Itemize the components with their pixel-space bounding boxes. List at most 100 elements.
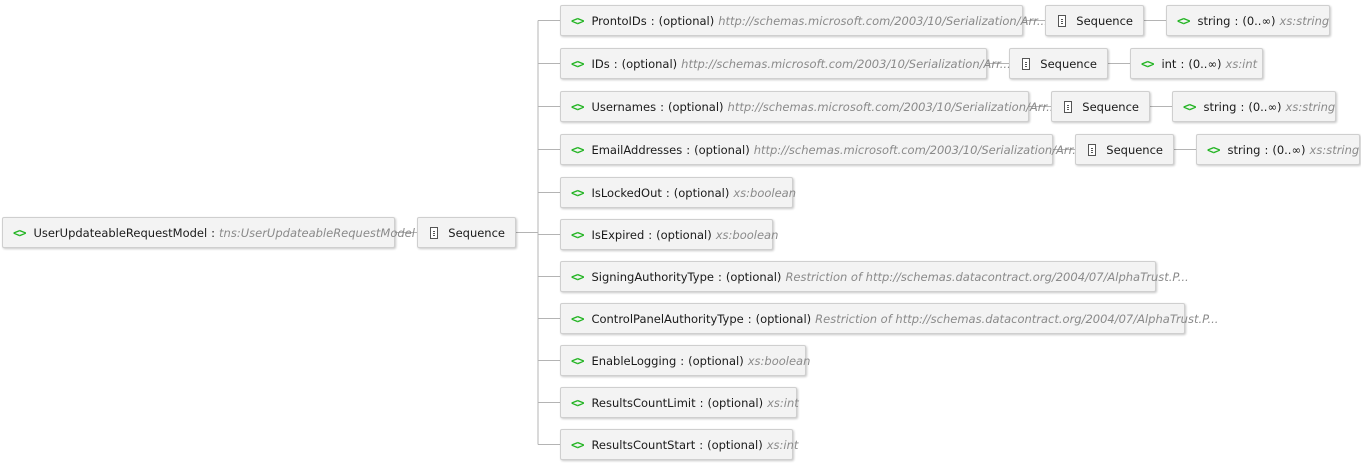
element-node-controlpanelauthoritytype[interactable]: <> ControlPanelAuthorityType : (optional… bbox=[560, 303, 1218, 334]
item-cardinality: (0..∞) bbox=[1242, 13, 1276, 28]
element-cardinality: (optional) bbox=[694, 142, 750, 157]
element-icon: <> bbox=[571, 395, 584, 410]
item-name: int bbox=[1161, 56, 1177, 71]
element-node-signingauthoritytype[interactable]: <> SigningAuthorityType : (optional) Res… bbox=[560, 261, 1189, 292]
element-cardinality: (optional) bbox=[707, 395, 764, 410]
item-type: xs:int bbox=[1225, 56, 1258, 71]
separator: : bbox=[680, 353, 685, 368]
sequence-icon bbox=[1088, 143, 1097, 156]
item-node-ids[interactable]: <> int : (0..∞) xs:int bbox=[1130, 48, 1263, 79]
element-icon: <> bbox=[571, 437, 584, 452]
element-name: EnableLogging bbox=[591, 353, 677, 368]
element-cardinality: (optional) bbox=[755, 311, 812, 326]
item-node-prontoids[interactable]: <> string : (0..∞) xs:string bbox=[1166, 5, 1330, 36]
element-cardinality: (optional) bbox=[667, 99, 724, 114]
sequence-node-usernames[interactable]: Sequence bbox=[1051, 91, 1150, 122]
sequence-label: Sequence bbox=[1082, 99, 1139, 114]
root-element-node[interactable]: <> UserUpdateableRequestModel : tns:User… bbox=[2, 217, 415, 248]
element-name: IsLockedOut bbox=[591, 185, 662, 200]
element-name: IDs bbox=[591, 56, 610, 71]
sequence-node-prontoids[interactable]: Sequence bbox=[1045, 5, 1144, 36]
element-type: xs:boolean bbox=[747, 353, 811, 368]
element-type: Restriction of http://schemas.datacontra… bbox=[785, 269, 1189, 284]
separator: : bbox=[1240, 99, 1245, 114]
element-name: ResultsCountStart bbox=[591, 437, 696, 452]
item-cardinality: (0..∞) bbox=[1248, 99, 1282, 114]
item-name: string bbox=[1203, 99, 1237, 114]
element-cardinality: (optional) bbox=[725, 269, 782, 284]
element-icon: <> bbox=[1177, 13, 1190, 28]
element-node-usernames[interactable]: <> Usernames : (optional) http://schemas… bbox=[560, 91, 1057, 122]
element-icon: <> bbox=[13, 225, 26, 240]
sequence-label: Sequence bbox=[1040, 56, 1097, 71]
item-type: xs:string bbox=[1309, 142, 1360, 157]
element-name: IsExpired bbox=[591, 227, 645, 242]
element-node-enablelogging[interactable]: <> EnableLogging : (optional) xs:boolean bbox=[560, 345, 810, 376]
separator: : bbox=[699, 437, 704, 452]
item-node-usernames[interactable]: <> string : (0..∞) xs:string bbox=[1172, 91, 1336, 122]
element-type: xs:int bbox=[766, 437, 799, 452]
element-type: http://schemas.microsoft.com/2003/10/Ser… bbox=[753, 142, 1084, 157]
separator: : bbox=[211, 225, 216, 240]
element-icon: <> bbox=[571, 13, 584, 28]
element-type: http://schemas.microsoft.com/2003/10/Ser… bbox=[727, 99, 1058, 114]
element-node-resultscountstart[interactable]: <> ResultsCountStart : (optional) xs:int bbox=[560, 429, 798, 460]
element-cardinality: (optional) bbox=[656, 227, 712, 242]
element-name: EmailAddresses bbox=[591, 142, 683, 157]
item-name: string bbox=[1227, 142, 1261, 157]
element-name: Usernames bbox=[591, 99, 657, 114]
element-icon: <> bbox=[1183, 99, 1196, 114]
element-icon: <> bbox=[571, 353, 584, 368]
separator: : bbox=[717, 269, 722, 284]
element-cardinality: (optional) bbox=[621, 56, 678, 71]
element-type: xs:boolean bbox=[715, 227, 779, 242]
separator: : bbox=[650, 13, 655, 28]
element-node-ids[interactable]: <> IDs : (optional) http://schemas.micro… bbox=[560, 48, 1011, 79]
item-cardinality: (0..∞) bbox=[1272, 142, 1306, 157]
element-node-resultscountlimit[interactable]: <> ResultsCountLimit : (optional) xs:int bbox=[560, 387, 799, 418]
element-node-emailaddresses[interactable]: <> EmailAddresses : (optional) http://sc… bbox=[560, 134, 1083, 165]
element-icon: <> bbox=[571, 56, 584, 71]
element-icon: <> bbox=[571, 311, 584, 326]
element-icon: <> bbox=[571, 185, 584, 200]
separator: : bbox=[660, 99, 664, 114]
separator: : bbox=[648, 227, 653, 242]
element-icon: <> bbox=[1141, 56, 1154, 71]
separator: : bbox=[1264, 142, 1269, 157]
separator: : bbox=[747, 311, 752, 326]
item-type: xs:string bbox=[1279, 13, 1330, 28]
element-name: UserUpdateableRequestModel bbox=[33, 225, 208, 240]
element-type: http://schemas.microsoft.com/2003/10/Ser… bbox=[718, 13, 1048, 28]
separator: : bbox=[699, 395, 704, 410]
element-cardinality: (optional) bbox=[688, 353, 744, 368]
element-node-islockedout[interactable]: <> IsLockedOut : (optional) xs:boolean bbox=[560, 177, 796, 208]
element-type: tns:UserUpdateableRequestModel bbox=[219, 225, 415, 240]
element-node-isexpired[interactable]: <> IsExpired : (optional) xs:boolean bbox=[560, 219, 778, 250]
element-name: SigningAuthorityType bbox=[591, 269, 714, 284]
element-cardinality: (optional) bbox=[658, 13, 715, 28]
separator: : bbox=[1180, 56, 1185, 71]
sequence-node-emailaddresses[interactable]: Sequence bbox=[1075, 134, 1174, 165]
sequence-node-ids[interactable]: Sequence bbox=[1009, 48, 1108, 79]
item-cardinality: (0..∞) bbox=[1188, 56, 1222, 71]
element-type: Restriction of http://schemas.datacontra… bbox=[815, 311, 1219, 326]
root-sequence-node[interactable]: Sequence bbox=[417, 217, 516, 248]
element-icon: <> bbox=[571, 227, 584, 242]
separator: : bbox=[665, 185, 670, 200]
element-type: xs:boolean bbox=[733, 185, 796, 200]
element-icon: <> bbox=[571, 269, 584, 284]
sequence-label: Sequence bbox=[448, 225, 505, 240]
element-type: http://schemas.microsoft.com/2003/10/Ser… bbox=[681, 56, 1011, 71]
sequence-icon bbox=[1022, 57, 1031, 70]
element-cardinality: (optional) bbox=[673, 185, 730, 200]
element-name: ResultsCountLimit bbox=[591, 395, 696, 410]
element-node-prontoids[interactable]: <> ProntoIDs : (optional) http://schemas… bbox=[560, 5, 1048, 36]
sequence-icon bbox=[1058, 14, 1067, 27]
separator: : bbox=[613, 56, 618, 71]
item-type: xs:string bbox=[1285, 99, 1336, 114]
item-node-emailaddresses[interactable]: <> string : (0..∞) xs:string bbox=[1196, 134, 1360, 165]
element-icon: <> bbox=[571, 142, 584, 157]
element-name: ControlPanelAuthorityType bbox=[591, 311, 744, 326]
element-icon: <> bbox=[571, 99, 584, 114]
